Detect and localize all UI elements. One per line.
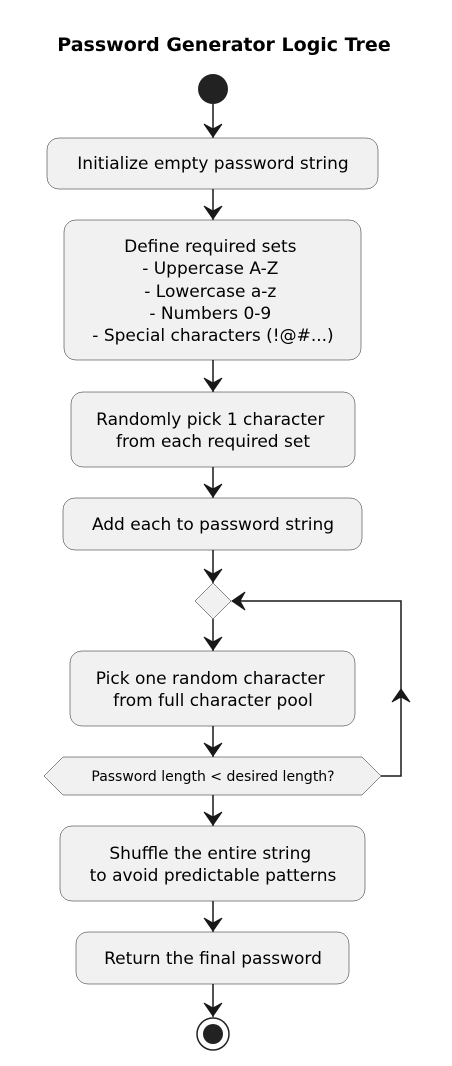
activity-shuffle-text: Shuffle the entire string to avoid predi… <box>90 844 337 886</box>
arrowhead <box>203 568 223 583</box>
decision-node <box>43 756 382 796</box>
arrowhead <box>203 636 223 651</box>
loop-arrowhead-up <box>391 688 411 703</box>
activity-initialize-text: Initialize empty password string <box>77 154 348 174</box>
activity-pick-pool <box>69 650 356 727</box>
arrowhead <box>203 742 223 757</box>
activity-return-text: Return the final password <box>104 949 322 969</box>
end-node-inner <box>203 1024 223 1044</box>
diagram-title: Password Generator Logic Tree <box>57 34 390 56</box>
arrowhead <box>203 917 223 932</box>
loop-arrowhead-left <box>231 591 246 611</box>
activity-pick-pool-text: Pick one random character from full char… <box>96 669 330 711</box>
arrowhead <box>203 377 223 392</box>
activity-add-each-text: Add each to password string <box>92 515 334 535</box>
activity-initialize <box>46 137 379 190</box>
activity-define-sets-text: Define required sets - Uppercase A-Z - L… <box>92 237 333 346</box>
decision-condition-text: Password length < desired length? <box>91 769 334 785</box>
activity-pick-required <box>70 391 356 468</box>
start-node <box>198 74 228 104</box>
activity-shuffle <box>59 825 366 902</box>
activity-define-sets <box>63 219 362 361</box>
activity-pick-required-text: Randomly pick 1 character from each requ… <box>96 410 330 452</box>
arrowhead <box>203 123 223 138</box>
activity-return <box>75 931 350 985</box>
arrowhead <box>203 811 223 826</box>
activity-add-each <box>62 497 363 551</box>
arrowhead <box>203 205 223 220</box>
merge-node <box>194 582 232 620</box>
arrowhead <box>203 1002 223 1017</box>
arrowhead <box>203 483 223 498</box>
